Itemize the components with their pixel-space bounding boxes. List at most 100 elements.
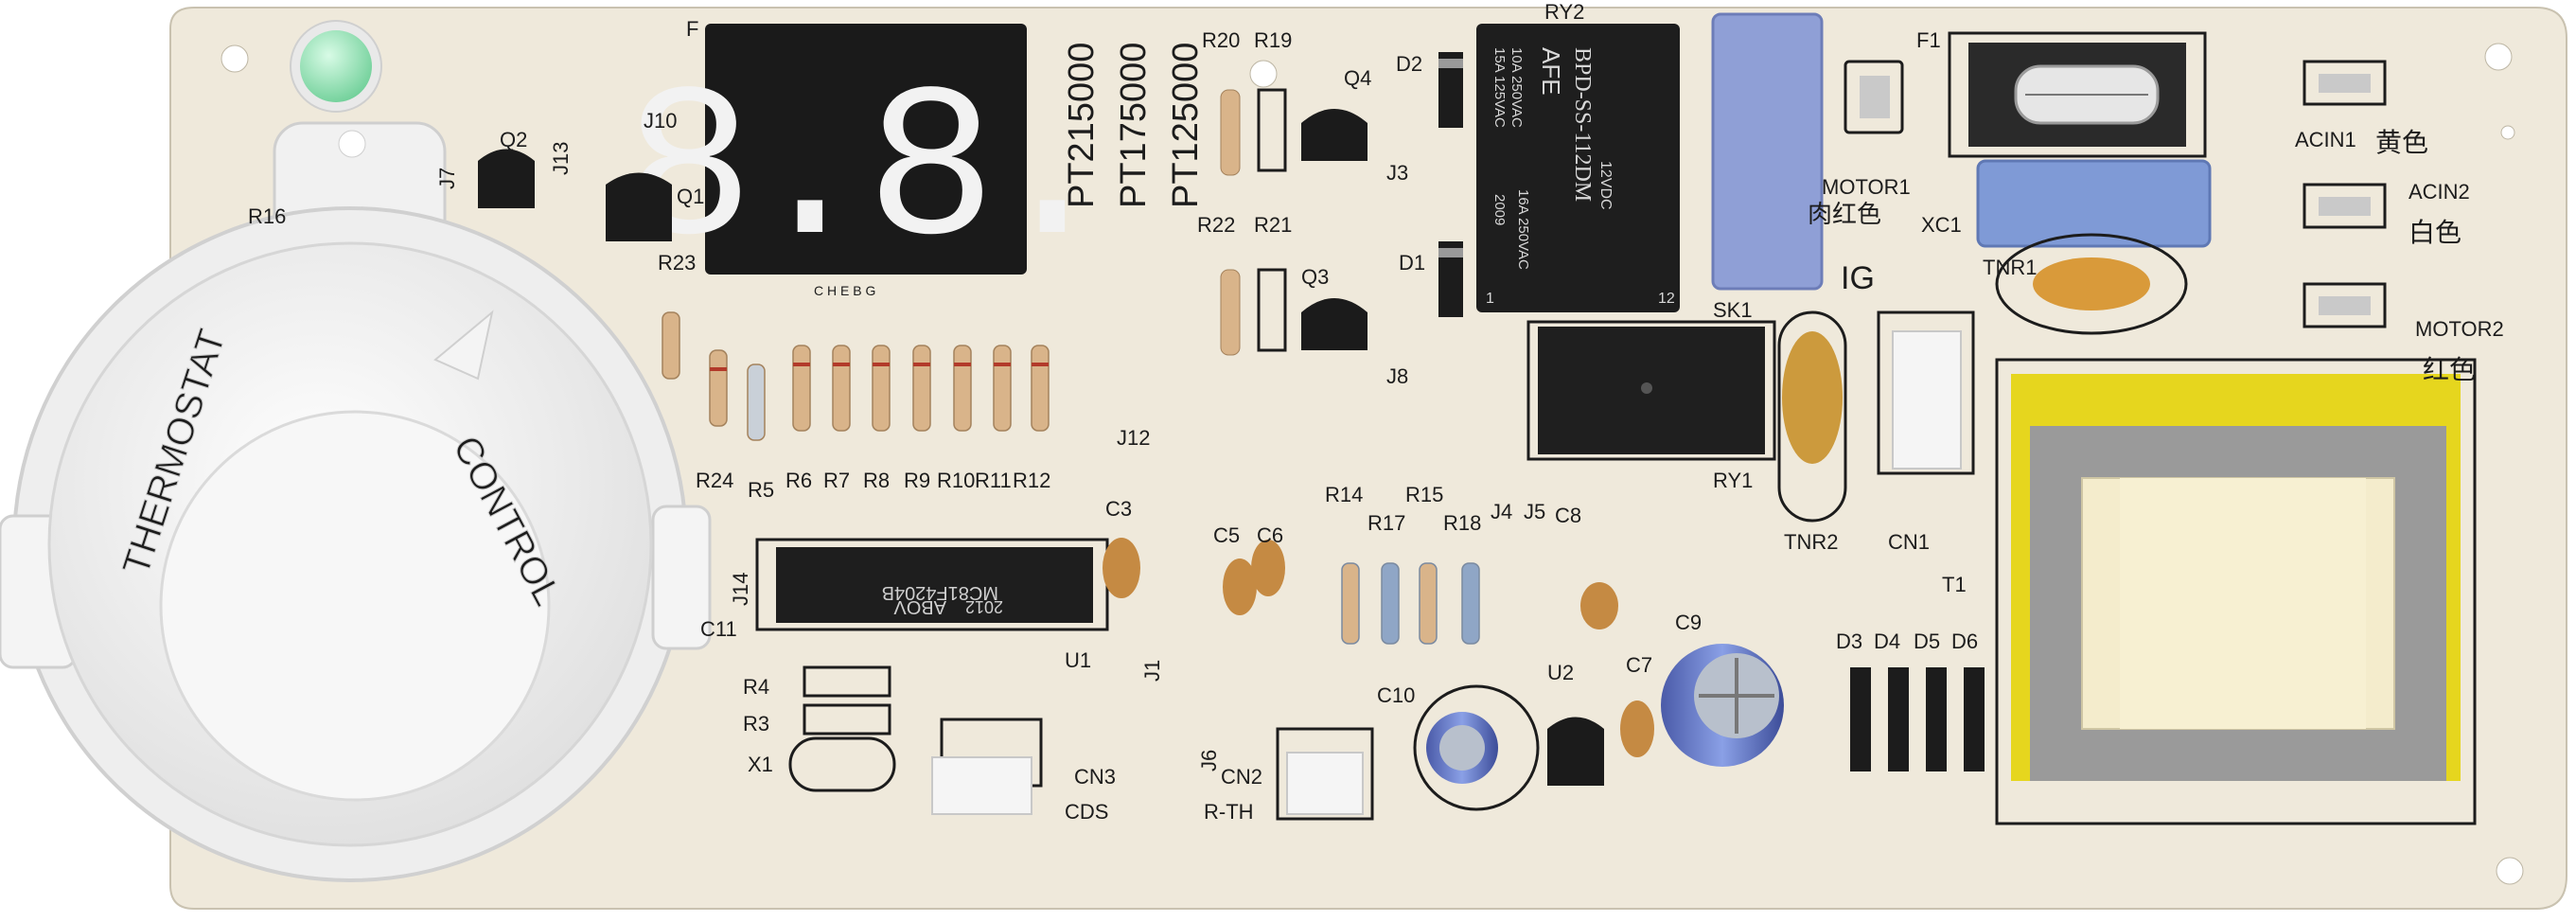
label-x1: X1 <box>748 753 773 776</box>
regulator-u2 <box>1547 717 1604 786</box>
resistor-r20 <box>1220 88 1287 176</box>
transformer-t1 <box>1995 358 2477 825</box>
label-c9: C9 <box>1675 611 1702 634</box>
label-r5: R5 <box>748 478 774 502</box>
label-r11: R11 <box>975 469 1012 492</box>
label-r3: R3 <box>743 712 769 736</box>
label-motor1: MOTOR1 <box>1822 175 1911 199</box>
label-j12: J12 <box>1117 426 1150 450</box>
label-c3: C3 <box>1105 497 1132 521</box>
relay-coil: 12VDC <box>1597 161 1614 210</box>
label-r7: R7 <box>823 469 850 492</box>
label-r19: R19 <box>1254 28 1292 52</box>
label-r15: R15 <box>1405 483 1443 506</box>
ic-u1: ABOV 2012 MC81F4204B <box>755 538 1109 631</box>
mounting-hole <box>2484 43 2513 71</box>
label-f1: F1 <box>1916 28 1941 52</box>
label-d2: D2 <box>1396 52 1422 76</box>
label-d6: D6 <box>1951 629 1978 653</box>
resistor-row-middle <box>1341 562 1480 645</box>
label-c6: C6 <box>1257 523 1283 547</box>
label-tnr2: TNR2 <box>1784 530 1838 554</box>
relay-year: 2009 <box>1491 194 1508 225</box>
cn1-connector[interactable] <box>1877 310 1975 475</box>
label-motor1-cn: 肉红色 <box>1808 200 1881 228</box>
label-u1: U1 <box>1065 648 1091 672</box>
ic-part: MC81F4204B <box>882 582 998 603</box>
label-j3: J3 <box>1386 161 1408 185</box>
label-c10: C10 <box>1377 683 1415 707</box>
display-digits: 8.8. <box>624 52 1108 298</box>
film-capacitor-xc1 <box>1976 159 2212 248</box>
label-c5: C5 <box>1213 523 1240 547</box>
relay-brand: AFE <box>1537 47 1565 96</box>
acin2-terminal[interactable] <box>2303 183 2387 229</box>
label-tnr1: TNR1 <box>1983 256 2037 279</box>
relay-rating-3: 16A 250VAC <box>1515 189 1531 270</box>
label-acin1: ACIN1 <box>2295 128 2356 151</box>
resistor-r22 <box>1220 268 1287 356</box>
film-capacitor-sk1 <box>1711 12 1824 291</box>
label-r17: R17 <box>1367 511 1405 535</box>
ceramic-capacitors <box>1103 538 1654 757</box>
label-r22: R22 <box>1197 213 1235 237</box>
ic-brand: ABOV <box>893 596 946 617</box>
acin1-terminal[interactable] <box>2303 60 2387 106</box>
label-c7: C7 <box>1626 653 1652 677</box>
label-rth: R-TH <box>1204 800 1254 824</box>
label-acin2-cn: 白色 <box>2408 218 2461 247</box>
label-ry2: RY2 <box>1544 0 1584 24</box>
label-r12: R12 <box>1013 469 1050 492</box>
transistor-q3 <box>1301 298 1367 350</box>
label-t1: T1 <box>1942 573 1967 596</box>
display-label-f: F <box>686 17 698 41</box>
label-q4: Q4 <box>1344 66 1371 90</box>
label-r21: R21 <box>1254 213 1292 237</box>
label-motor2: MOTOR2 <box>2415 317 2504 341</box>
display-pin-letters: C H E B G <box>814 283 875 298</box>
label-j7: J7 <box>435 168 459 189</box>
varistor-tnr1 <box>1995 233 2188 335</box>
model-label-1: PT215000 <box>1062 43 1102 208</box>
model-labels: PT215000 PT175000 PT125000 <box>1062 43 1206 208</box>
label-cn2: CN2 <box>1221 765 1262 789</box>
label-r6: R6 <box>785 469 812 492</box>
relay-pin-1: 1 <box>1486 291 1494 307</box>
relay-pin-12: 12 <box>1658 291 1675 307</box>
seven-segment-display: 8.8. F C H E B G <box>624 17 1118 298</box>
label-r8: R8 <box>863 469 890 492</box>
motor1-connector[interactable] <box>1844 60 1904 134</box>
label-j5: J5 <box>1524 500 1545 523</box>
label-r20: R20 <box>1202 28 1240 52</box>
label-u2: U2 <box>1547 661 1574 684</box>
label-j6: J6 <box>1197 750 1221 771</box>
label-ig: IG <box>1841 260 1875 296</box>
model-label-3: PT125000 <box>1166 43 1206 208</box>
cn2-connector[interactable] <box>1276 727 1374 821</box>
motor2-terminal[interactable] <box>2303 282 2387 328</box>
label-j10: J10 <box>644 109 677 133</box>
thermostat-knob[interactable]: THERMOSTAT CONTROL <box>0 121 712 882</box>
electrolytic-capacitor-c9 <box>1661 644 1784 767</box>
mounting-hole <box>1249 60 1278 88</box>
label-j8: J8 <box>1386 364 1408 388</box>
transistor-q2 <box>478 149 535 208</box>
label-acin1-cn: 黄色 <box>2375 128 2428 157</box>
mounting-hole <box>221 44 249 73</box>
label-acin2: ACIN2 <box>2408 180 2470 204</box>
cn3-connector[interactable] <box>931 718 1043 815</box>
relay-model: BPD-SS-112DM <box>1570 47 1595 202</box>
label-j13: J13 <box>549 142 573 175</box>
label-j4: J4 <box>1491 500 1512 523</box>
label-c8: C8 <box>1555 504 1581 527</box>
model-label-2: PT175000 <box>1114 43 1154 208</box>
label-c11: C11 <box>700 617 737 641</box>
label-cn3: CN3 <box>1074 765 1116 789</box>
label-r4: R4 <box>743 675 769 699</box>
mounting-hole <box>2500 125 2515 140</box>
label-sk1: SK1 <box>1713 298 1753 322</box>
label-r14: R14 <box>1325 483 1363 506</box>
label-d4: D4 <box>1874 629 1900 653</box>
relay-rating-2: 15A 125VAC <box>1491 47 1508 128</box>
